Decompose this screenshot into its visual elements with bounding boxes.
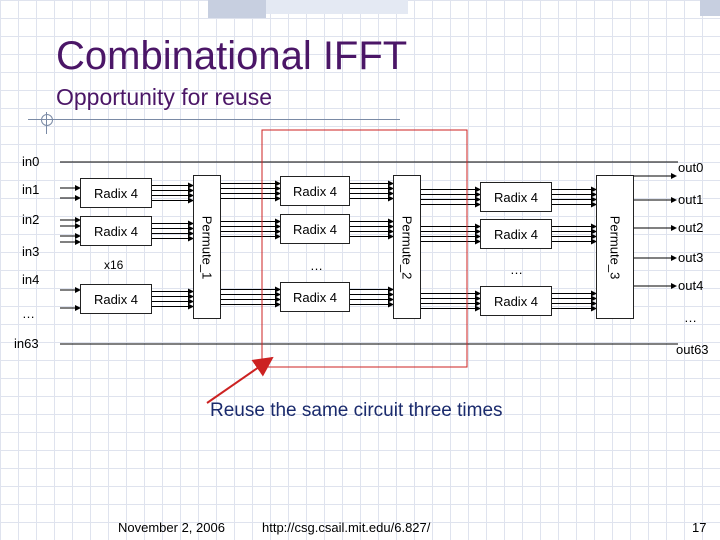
input-label: in63 — [14, 336, 39, 351]
radix4-stage2-block: Radix 4 — [280, 282, 350, 312]
radix4-stage1-block: Radix 4 — [80, 284, 152, 314]
ellipsis-label: … — [510, 262, 523, 277]
radix4-label: Radix 4 — [493, 226, 539, 242]
reuse-arrow — [206, 356, 274, 404]
reuse-highlight-box — [261, 129, 468, 368]
page-title: Combinational IFFT — [56, 34, 408, 78]
page-subtitle: Opportunity for reuse — [56, 84, 273, 110]
permute-3-block: Permute_3 — [596, 175, 634, 319]
output-label: out4 — [678, 278, 704, 293]
permute-2-block: Permute_2 — [393, 175, 421, 319]
multiplier-label: x16 — [104, 258, 124, 272]
radix4-label: Radix 4 — [93, 223, 139, 239]
decor-circle — [41, 114, 53, 126]
output-label: out0 — [678, 160, 704, 175]
footer-url: http://csg.csail.mit.edu/6.827/ — [262, 520, 431, 535]
input-label: in2 — [22, 212, 40, 227]
input-label: in4 — [22, 272, 40, 287]
decor-line — [28, 119, 400, 120]
permute-label: Permute_3 — [607, 215, 623, 279]
input-label: in1 — [22, 182, 40, 197]
ellipsis-label: … — [310, 258, 323, 273]
reuse-annotation: Reuse the same circuit three times — [210, 400, 503, 421]
input-label: in0 — [22, 154, 40, 169]
radix4-label: Radix 4 — [493, 293, 539, 309]
radix4-stage3-block: Radix 4 — [480, 219, 552, 249]
permute-label: Permute_2 — [399, 215, 415, 279]
radix4-stage2-block: Radix 4 — [280, 176, 350, 206]
radix4-label: Radix 4 — [292, 221, 338, 237]
input-label: in3 — [22, 244, 40, 259]
radix4-stage1-block: Radix 4 — [80, 178, 152, 208]
radix4-stage3-block: Radix 4 — [480, 182, 552, 212]
page-number: 17 — [692, 520, 707, 535]
radix4-label: Radix 4 — [93, 185, 139, 201]
footer-date: November 2, 2006 — [118, 520, 225, 535]
radix4-label: Radix 4 — [292, 289, 338, 305]
radix4-label: Radix 4 — [292, 183, 338, 199]
output-label: out3 — [678, 250, 704, 265]
radix4-stage3-block: Radix 4 — [480, 286, 552, 316]
radix4-stage1-block: Radix 4 — [80, 216, 152, 246]
decor-square-1 — [208, 0, 266, 18]
output-label: out1 — [678, 192, 704, 207]
output-label: … — [684, 310, 697, 325]
decor-square-3 — [700, 0, 720, 16]
radix4-label: Radix 4 — [493, 189, 539, 205]
decor-square-2 — [266, 0, 408, 14]
radix4-label: Radix 4 — [93, 291, 139, 307]
output-label: out63 — [676, 342, 709, 357]
radix4-stage2-block: Radix 4 — [280, 214, 350, 244]
permute-label: Permute_1 — [199, 215, 215, 279]
permute-1-block: Permute_1 — [193, 175, 221, 319]
output-label: out2 — [678, 220, 704, 235]
input-label: … — [22, 306, 35, 321]
